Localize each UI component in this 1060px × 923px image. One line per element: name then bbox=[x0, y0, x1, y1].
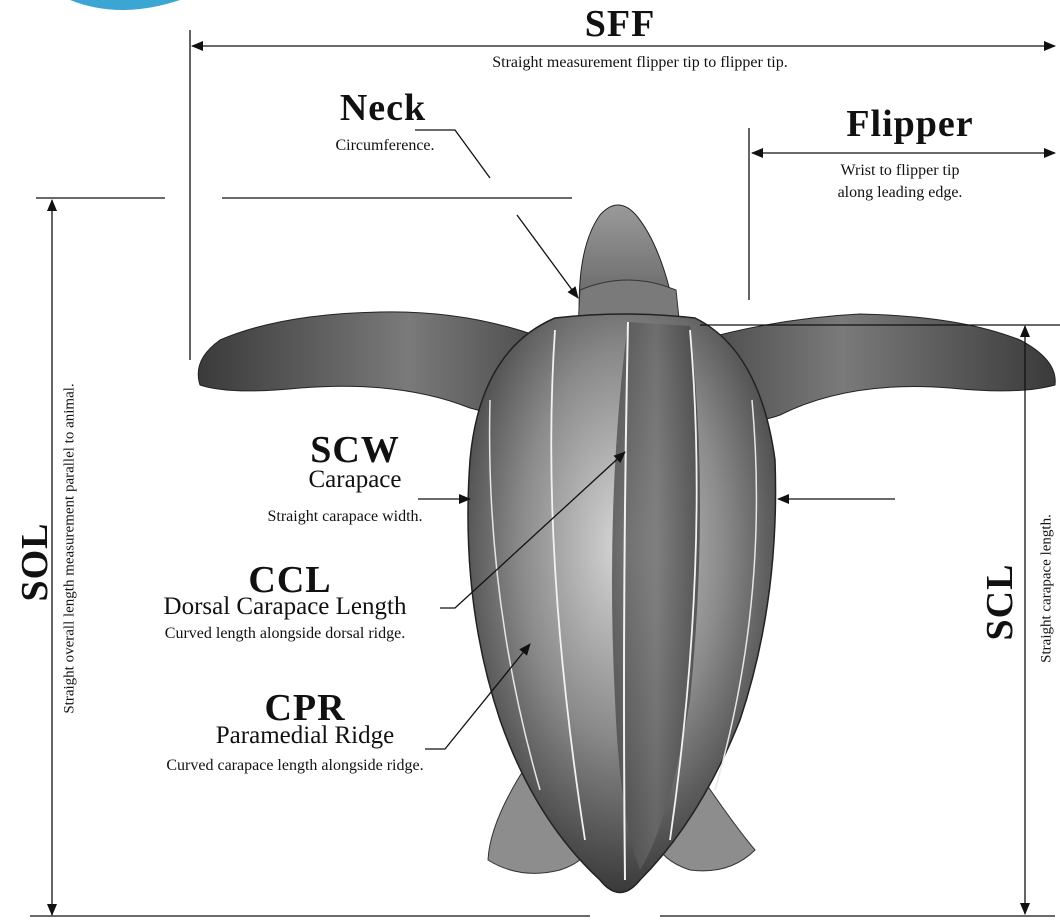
neck-description: Circumference. bbox=[300, 137, 470, 155]
scw-description: Straight carapace width. bbox=[230, 508, 460, 526]
ccl-name: Dorsal Carapace Length bbox=[115, 593, 455, 621]
sff-code: SFF bbox=[560, 2, 680, 46]
sol-code: SOL bbox=[13, 502, 57, 622]
neck-arrow bbox=[517, 215, 578, 298]
flipper-description-line1: Wrist to flipper tip bbox=[800, 162, 1000, 180]
cpr-description: Curved carapace length alongside ridge. bbox=[105, 757, 485, 775]
scl-description: Straight carapace length. bbox=[1039, 479, 1056, 699]
neck-code: Neck bbox=[318, 86, 448, 130]
scl-code: SCL bbox=[978, 542, 1022, 662]
sff-description: Straight measurement flipper tip to flip… bbox=[400, 54, 880, 72]
sol-description: Straight overall length measurement para… bbox=[62, 319, 79, 779]
flipper-description-line2: along leading edge. bbox=[800, 184, 1000, 202]
turtle-illustration bbox=[198, 205, 1055, 893]
cpr-name: Paramedial Ridge bbox=[175, 722, 435, 750]
scw-name: Carapace bbox=[290, 466, 420, 494]
ccl-description: Curved length alongside dorsal ridge. bbox=[115, 625, 455, 643]
flipper-code: Flipper bbox=[820, 102, 1000, 146]
